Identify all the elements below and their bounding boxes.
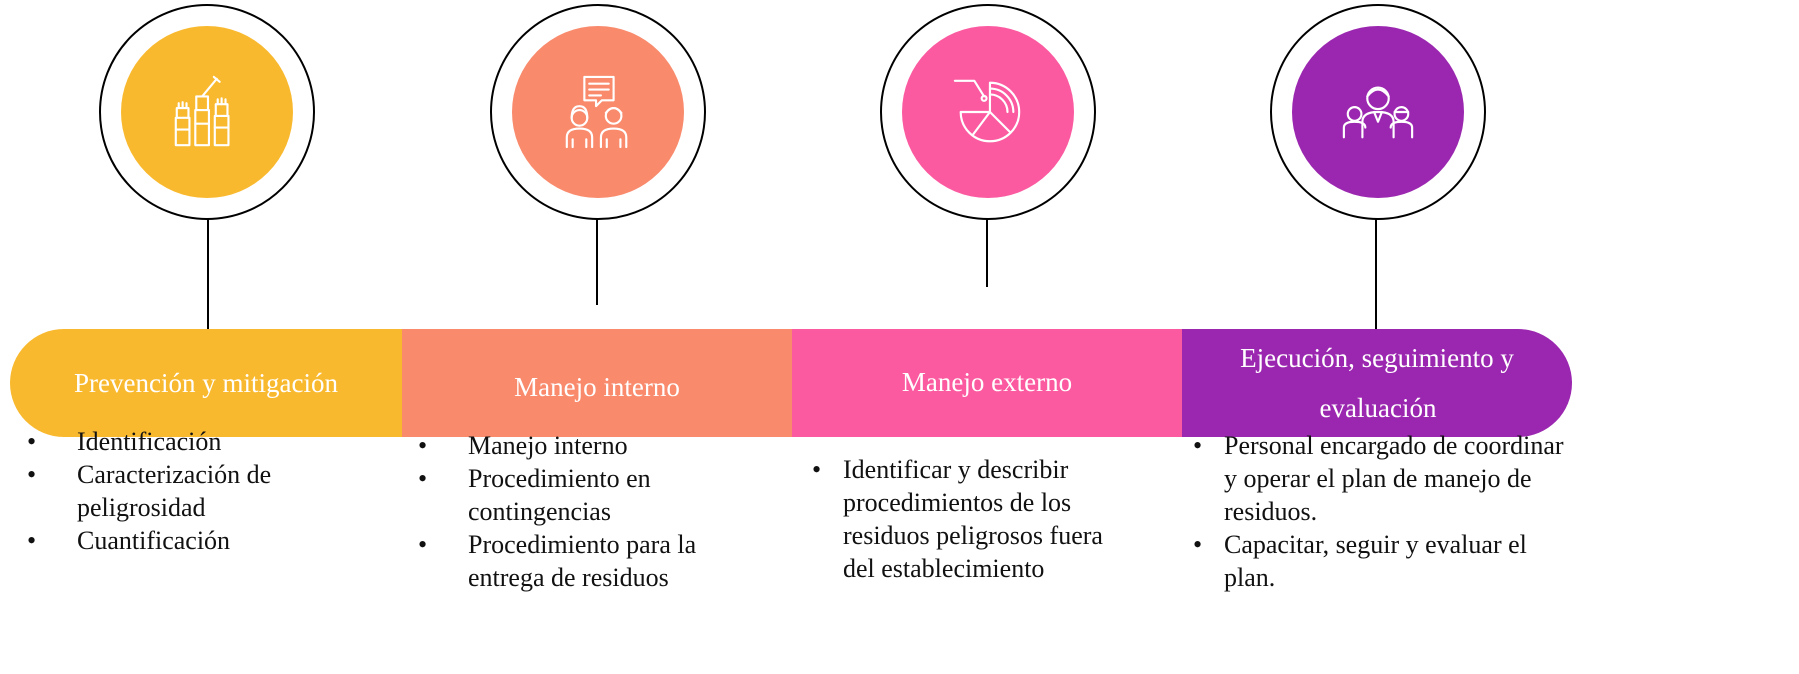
stage-1-connector [207,219,209,329]
stage-3-bullets: Identificar y describir procedimientos d… [812,453,1152,585]
stage-2-band: Manejo interno [402,329,792,437]
stage-2-icon-disc [512,26,684,198]
stage-1-label: Prevención y mitigación [74,368,338,398]
stage-3-connector [986,219,988,287]
stage-1-icon-disc [121,26,293,198]
stage-3-band: Manejo externo [792,329,1182,437]
stage-1-band: Prevención y mitigación [10,329,402,437]
stage-4-label-line-2: evaluación [1319,393,1437,423]
stage-4-band: Ejecución, seguimiento y evaluación [1182,329,1572,437]
stage-4-bullets: Personal encargado de coordinar y operar… [1193,429,1568,594]
team-icon [1342,86,1414,139]
pie-chart-icon [953,79,1021,143]
stage-3-circle [880,4,1096,220]
list-item: Manejo interno [418,429,748,462]
stage-2-label: Manejo interno [514,372,680,402]
stage-2-circle [490,4,706,220]
stage-3-icon-disc [902,26,1074,198]
list-item: Procedimiento para la entrega de residuo… [418,528,748,594]
stage-3-label: Manejo externo [901,367,1073,397]
discussion-icon [565,75,628,149]
stage-4-circle [1270,4,1486,220]
stage-4-icon-disc [1292,26,1464,198]
list-item: Identificar y describir procedimientos d… [812,453,1152,585]
stage-2-bullets: Manejo interno Procedimiento en continge… [418,429,748,594]
list-item: Cuantificación [27,524,357,557]
list-item: Capacitar, seguir y evaluar el plan. [1193,528,1568,594]
list-item: Procedimiento en contingencias [418,462,748,528]
raised-fists-icon [174,75,230,147]
list-item: Identificación [27,425,357,458]
stage-1-bullets: Identificación Caracterización de peligr… [27,425,357,557]
list-item: Personal encargado de coordinar y operar… [1193,429,1568,528]
stage-2-connector [596,219,598,305]
stage-4-connector [1375,219,1377,339]
stage-1-circle [99,4,315,220]
list-item: Caracterización de peligrosidad [27,458,357,524]
stage-4-label-line-1: Ejecución, seguimiento y [1240,343,1514,373]
